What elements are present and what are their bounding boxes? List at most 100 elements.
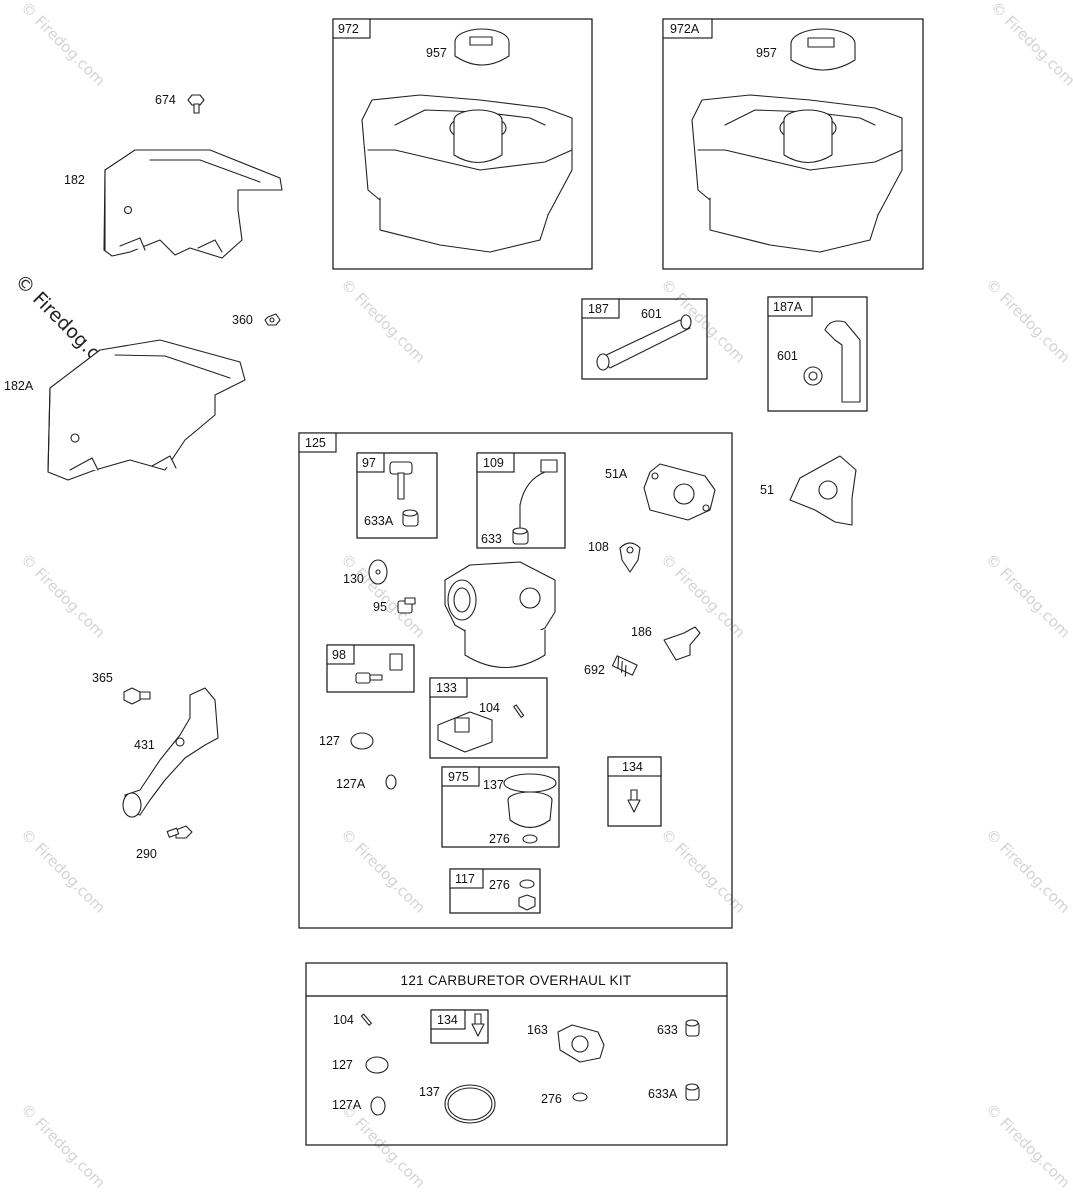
tag-109 — [476, 452, 515, 473]
screw-290 — [166, 825, 193, 839]
label-601-a: 601 — [641, 307, 662, 321]
tag-117 — [449, 868, 484, 889]
bracket-182a — [47, 339, 246, 481]
label-186: 186 — [631, 625, 652, 639]
group-98: 98 — [332, 648, 346, 662]
bolt-674 — [187, 94, 205, 114]
box-117 — [449, 868, 541, 914]
watermark: © Firedog.com — [982, 1100, 1073, 1192]
group-975: 975 — [448, 770, 469, 784]
kit-needle-134 — [471, 1013, 485, 1037]
kit-plug-127a — [370, 1096, 386, 1116]
label-130: 130 — [343, 572, 364, 586]
bowl-975 — [503, 773, 557, 829]
kit-pin-104 — [360, 1013, 372, 1026]
label-95: 95 — [373, 600, 387, 614]
label-182a: 182A — [4, 379, 34, 393]
label-290: 290 — [136, 847, 157, 861]
label-182: 182 — [64, 173, 85, 187]
label-127: 127 — [319, 734, 340, 748]
kit-label-633a: 633A — [648, 1087, 678, 1101]
tank-972a — [691, 94, 903, 253]
label-601-b: 601 — [777, 349, 798, 363]
elbow-186 — [663, 626, 701, 661]
tag-187a — [767, 296, 813, 317]
watermark: © Firedog.com — [337, 825, 429, 917]
watermark: © Firedog.com — [337, 1100, 429, 1192]
kit-label-137: 137 — [419, 1085, 440, 1099]
tag-98 — [326, 644, 355, 665]
kit-tag-134 — [430, 1009, 466, 1030]
box-975 — [441, 766, 560, 848]
kit-label-104: 104 — [333, 1013, 354, 1027]
group-97: 97 — [362, 456, 376, 470]
watermark: © Firedog.com — [982, 275, 1073, 367]
watermark: © Firedog.com — [17, 1100, 109, 1192]
label-957-a: 957 — [426, 46, 447, 60]
label-365: 365 — [92, 671, 113, 685]
kit-title: 121 CARBURETOR OVERHAUL KIT — [401, 973, 632, 988]
tag-972 — [332, 18, 371, 39]
cap-957-b — [790, 28, 856, 71]
tag-133 — [429, 677, 468, 698]
bushing-633a — [402, 509, 419, 527]
spring-692 — [611, 655, 638, 677]
kit-plug-127 — [365, 1056, 389, 1074]
label-104: 104 — [479, 701, 500, 715]
label-360: 360 — [232, 313, 253, 327]
needle-134 — [627, 789, 641, 813]
watermark: © Firedog.com — [17, 0, 109, 90]
box-133 — [429, 677, 548, 759]
watermark: © Firedog.com — [17, 550, 109, 642]
watermark: © Firedog.com — [17, 825, 109, 917]
plug-127a — [385, 774, 397, 790]
valve-130 — [368, 559, 388, 585]
label-51: 51 — [760, 483, 774, 497]
label-633: 633 — [481, 532, 502, 546]
kit-bushing-633a — [685, 1083, 700, 1101]
group-187a: 187A — [773, 300, 803, 314]
screw-95 — [397, 597, 416, 614]
group-125: 125 — [305, 436, 326, 450]
group-133: 133 — [436, 681, 457, 695]
tag-972a — [662, 18, 713, 39]
bolt-117 — [518, 894, 536, 911]
float-pin-97 — [389, 461, 413, 500]
box-98 — [326, 644, 415, 693]
kit-bushing-633 — [685, 1019, 700, 1037]
group-134: 134 — [622, 760, 643, 774]
label-108: 108 — [588, 540, 609, 554]
bracket-182 — [103, 149, 283, 259]
tag-125 — [298, 432, 337, 453]
kit-washer-276 — [572, 1092, 588, 1102]
watermark: © Firedog.com — [987, 0, 1073, 90]
label-674: 674 — [155, 93, 176, 107]
fuel-line-187 — [596, 314, 692, 371]
tag-134 — [607, 756, 662, 777]
elbow-431 — [122, 687, 219, 818]
watermark: © Firedog.com — [657, 275, 749, 367]
cap-957-a — [454, 28, 510, 66]
box-972a — [662, 18, 924, 270]
tag-975 — [441, 766, 480, 787]
nut-360 — [264, 313, 281, 326]
plate-108 — [619, 542, 641, 573]
label-633a: 633A — [364, 514, 394, 528]
label-692: 692 — [584, 663, 605, 677]
label-127a: 127A — [336, 777, 366, 791]
bushing-633 — [512, 527, 529, 545]
label-276-a: 276 — [489, 832, 510, 846]
gasket-51a — [643, 463, 716, 521]
group-109: 109 — [483, 456, 504, 470]
kit-label-276: 276 — [541, 1092, 562, 1106]
kit-gasket-137 — [444, 1084, 496, 1124]
label-51a: 51A — [605, 467, 628, 481]
group-117: 117 — [455, 872, 475, 886]
solenoid-109 — [519, 459, 558, 531]
box-187a — [767, 296, 868, 412]
screw-98 — [355, 653, 403, 684]
tag-97 — [356, 452, 385, 473]
group-187: 187 — [588, 302, 609, 316]
label-431: 431 — [134, 738, 155, 752]
